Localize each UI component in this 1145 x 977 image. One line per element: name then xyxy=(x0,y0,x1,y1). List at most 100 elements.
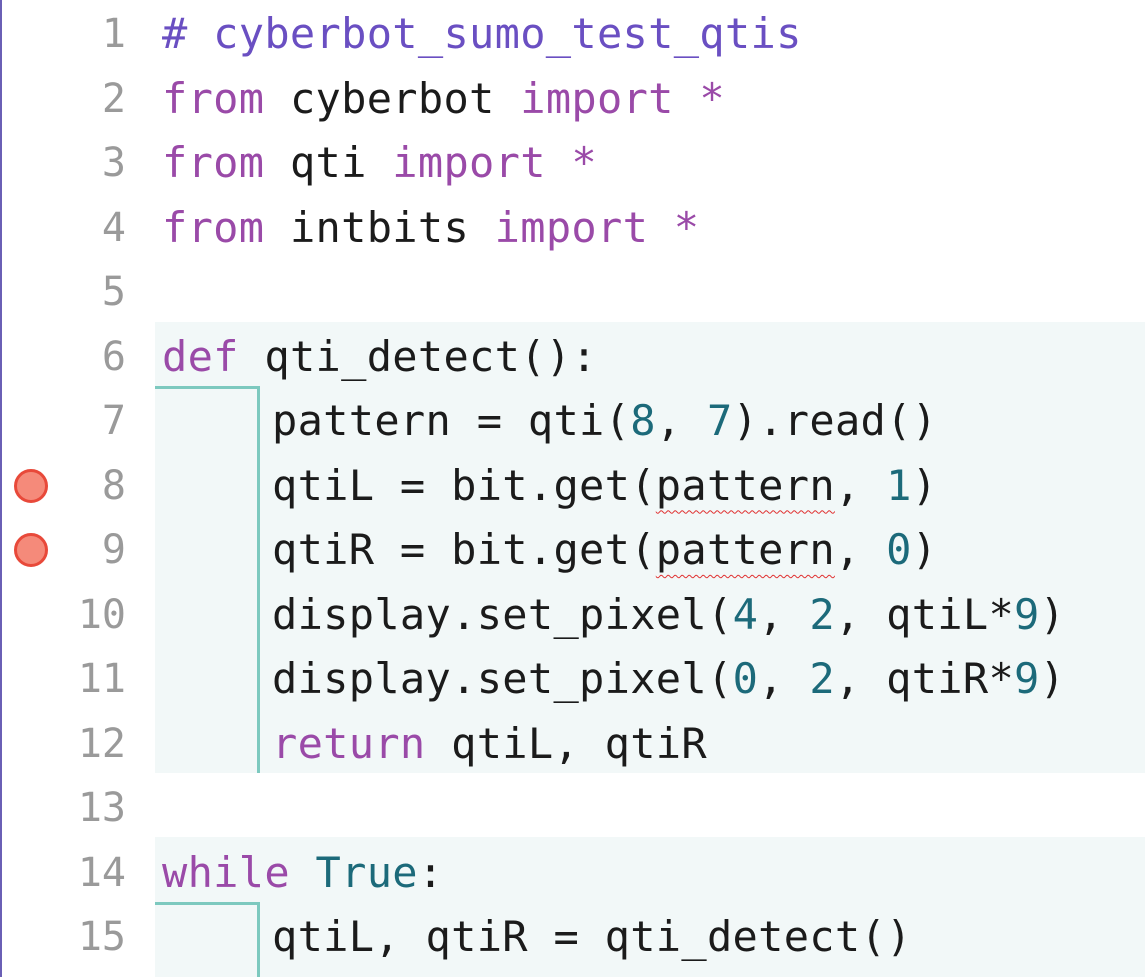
function-block-guide-side xyxy=(257,386,260,773)
code-line[interactable]: 11 display.set_pixel(0, 2, qtiR*9) xyxy=(0,647,1145,712)
while-block-guide-top xyxy=(155,902,260,905)
code-text[interactable]: from cyberbot import * xyxy=(162,67,725,132)
code-token-keyword: * xyxy=(545,138,598,187)
code-token-keyword: def xyxy=(162,331,239,381)
code-line[interactable]: 5 xyxy=(0,260,1145,325)
code-line[interactable]: 6 def qti_detect(): xyxy=(0,325,1145,390)
code-text[interactable]: pattern = qti(8, 7).read() xyxy=(272,389,937,454)
code-token-number: 0 xyxy=(886,525,912,574)
code-text[interactable]: def qti_detect(): xyxy=(162,325,597,390)
code-token-squiggle: pattern xyxy=(655,460,835,510)
code-text[interactable]: # cyberbot_sumo_test_qtis xyxy=(162,2,802,67)
code-token-plain: , xyxy=(834,460,887,510)
breakpoint-marker[interactable] xyxy=(14,468,48,503)
code-token-keyword: from xyxy=(162,202,265,252)
line-number[interactable]: 8 xyxy=(101,462,126,509)
code-token-keyword: from xyxy=(162,73,265,123)
line-number[interactable]: 13 xyxy=(77,785,126,831)
code-token-plain: ) xyxy=(1039,589,1066,639)
code-token-number: 4 xyxy=(732,589,759,639)
code-text[interactable]: qtiR = bit.get(pattern, 0) xyxy=(272,518,937,583)
code-text[interactable]: from intbits import * xyxy=(162,196,699,261)
line-number[interactable]: 4 xyxy=(101,204,126,251)
code-token-number: 7 xyxy=(707,396,733,445)
code-token-plain: , xyxy=(834,525,887,574)
code-token-plain xyxy=(290,848,316,897)
code-text[interactable]: qtiL = bit.get(pattern, 1) xyxy=(272,454,937,519)
code-token-plain: qti xyxy=(264,138,393,187)
line-number[interactable]: 6 xyxy=(101,333,126,380)
code-token-keyword: from xyxy=(162,138,265,187)
code-token-number: 0 xyxy=(732,654,759,703)
line-number[interactable]: 10 xyxy=(77,591,126,638)
line-number[interactable]: 9 xyxy=(101,527,126,573)
code-line[interactable]: 14 while True: xyxy=(0,841,1145,906)
line-number[interactable]: 1 xyxy=(101,11,126,57)
editor-left-border xyxy=(0,0,2,977)
code-line[interactable]: 2 from cyberbot import * xyxy=(0,67,1145,132)
code-token-number: 2 xyxy=(809,589,835,639)
line-number[interactable]: 12 xyxy=(77,720,126,767)
code-token-number: 2 xyxy=(809,654,835,703)
code-token-plain: ) xyxy=(1039,654,1066,703)
function-block-guide-top xyxy=(155,386,260,389)
code-token-plain: , qtiR* xyxy=(834,654,1015,703)
while-block-guide-side xyxy=(257,902,260,977)
code-token-plain: qtiL = bit.get( xyxy=(272,460,656,510)
breakpoint-marker[interactable] xyxy=(14,533,48,568)
code-token-plain: display.set_pixel( xyxy=(272,589,733,639)
code-token-plain: , xyxy=(655,396,707,445)
code-line[interactable]: 4 from intbits import * xyxy=(0,196,1145,261)
line-number[interactable]: 11 xyxy=(77,656,126,702)
code-token-plain: , xyxy=(758,589,810,639)
code-token-plain: , qtiL* xyxy=(834,589,1015,639)
code-text[interactable]: display.set_pixel(0, 2, qtiR*9) xyxy=(272,647,1065,712)
code-line[interactable]: 9 qtiR = bit.get(pattern, 0) xyxy=(0,518,1145,583)
code-token-plain: ).read() xyxy=(732,396,938,445)
code-token-keyword: import xyxy=(392,138,546,187)
code-token-plain: display.set_pixel( xyxy=(272,654,733,703)
code-line[interactable]: 13 xyxy=(0,776,1145,841)
code-text[interactable]: display.set_pixel(4, 2, qtiL*9) xyxy=(272,583,1065,648)
code-token-keyword: import xyxy=(494,202,649,252)
line-number[interactable]: 15 xyxy=(77,914,126,960)
code-token-keyword: * xyxy=(648,202,700,252)
code-token-plain: qtiL, qtiR xyxy=(425,718,707,768)
code-token-plain: ) xyxy=(911,525,938,574)
code-token-keyword: while xyxy=(162,847,290,897)
code-token-const: True xyxy=(315,847,418,897)
line-number[interactable]: 3 xyxy=(101,140,126,186)
code-line[interactable]: 10 display.set_pixel(4, 2, qtiL*9) xyxy=(0,583,1145,648)
code-token-plain: qti_detect(): xyxy=(238,331,597,381)
code-token-number: 1 xyxy=(886,460,912,510)
line-number[interactable]: 2 xyxy=(101,75,126,122)
code-line[interactable]: 8 qtiL = bit.get(pattern, 1) xyxy=(0,454,1145,519)
line-number[interactable]: 7 xyxy=(101,398,126,444)
code-line[interactable]: 12 return qtiL, qtiR xyxy=(0,712,1145,777)
code-token-comment: # cyberbot_sumo_test_qtis xyxy=(162,9,802,58)
code-token-number: 9 xyxy=(1014,589,1040,639)
function-block-background xyxy=(155,322,1145,773)
while-block-background xyxy=(155,837,1145,977)
code-token-keyword: return xyxy=(272,718,426,768)
code-token-plain: pattern = qti( xyxy=(272,396,631,445)
code-text[interactable]: from qti import * xyxy=(162,131,597,196)
code-text[interactable]: return qtiL, qtiR xyxy=(272,712,707,777)
code-token-plain: intbits xyxy=(264,202,495,252)
line-number[interactable]: 5 xyxy=(101,269,126,315)
code-text[interactable]: while True: xyxy=(162,841,443,906)
code-token-plain: ) xyxy=(911,460,938,510)
code-line[interactable]: 15 qtiL, qtiR = qti_detect() xyxy=(0,905,1145,970)
code-token-plain: : xyxy=(417,847,444,897)
code-line[interactable]: 3 from qti import * xyxy=(0,131,1145,196)
code-token-squiggle: pattern xyxy=(655,525,835,574)
code-line[interactable]: 1 # cyberbot_sumo_test_qtis xyxy=(0,2,1145,67)
code-text[interactable]: qtiL, qtiR = qti_detect() xyxy=(272,905,912,970)
code-token-number: 8 xyxy=(630,396,656,445)
line-number[interactable]: 14 xyxy=(77,849,126,896)
code-token-keyword: * xyxy=(673,73,725,123)
code-token-plain: qtiR = bit.get( xyxy=(272,525,656,574)
code-token-plain: qtiL, qtiR = qti_detect() xyxy=(272,912,912,961)
